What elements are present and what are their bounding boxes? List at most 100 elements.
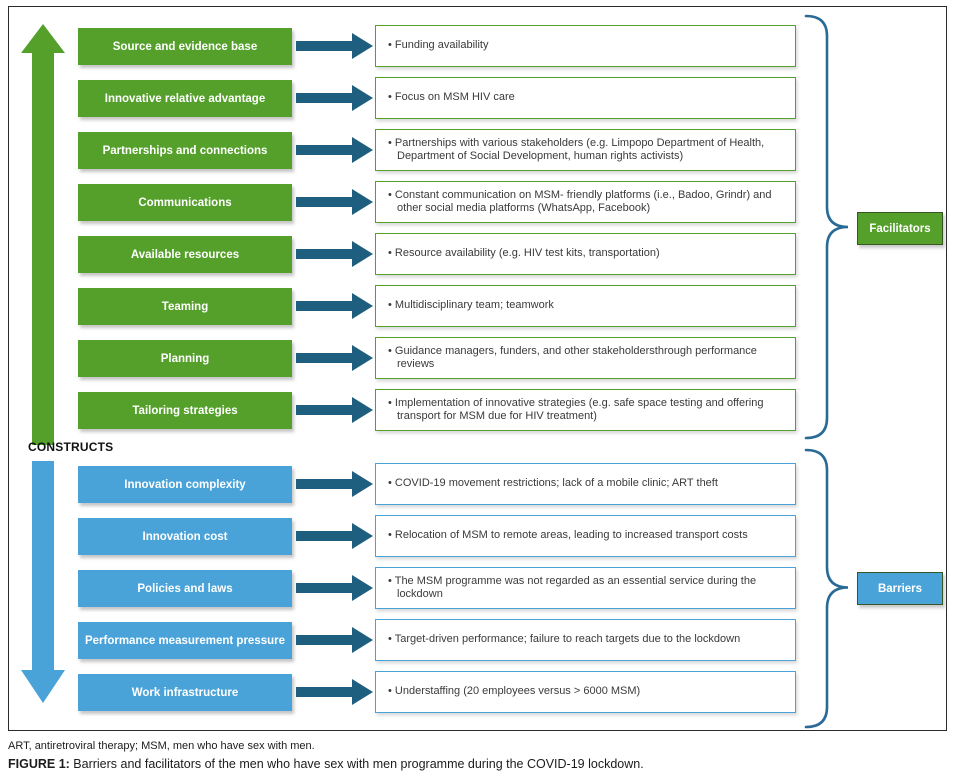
right-arrow-icon <box>296 627 373 653</box>
construct-label: Innovation cost <box>142 530 228 543</box>
description: • Resource availability (e.g. HIV test k… <box>376 245 668 263</box>
bullet-icon: • <box>388 633 392 646</box>
description-box: • Target-driven performance; failure to … <box>375 619 796 661</box>
description-text: Constant communication on MSM- friendly … <box>394 188 772 215</box>
description: • Constant communication on MSM- friendl… <box>376 187 795 218</box>
construct-label: Available resources <box>130 248 240 261</box>
description-text: Focus on MSM HIV care <box>394 91 515 104</box>
description: • Focus on MSM HIV care <box>376 89 523 107</box>
construct-label: Performance measurement pressure <box>84 634 286 647</box>
right-arrow-icon <box>296 345 373 371</box>
bullet-icon: • <box>388 344 392 357</box>
description-box: • Relocation of MSM to remote areas, lea… <box>375 515 796 557</box>
description-box: • Multidisciplinary team; teamwork <box>375 285 796 327</box>
figure-caption-text: Barriers and facilitators of the men who… <box>69 757 644 771</box>
description: • COVID-19 movement restrictions; lack o… <box>376 475 726 493</box>
construct-label: Partnerships and connections <box>102 144 268 157</box>
construct-label: Source and evidence base <box>112 40 258 53</box>
description: • Partnerships with various stakeholders… <box>376 135 795 166</box>
bullet-icon: • <box>388 574 392 587</box>
construct-box: Policies and laws <box>78 570 292 607</box>
right-arrow-icon <box>296 523 373 549</box>
bullet-icon: • <box>388 247 392 260</box>
construct-box: Communications <box>78 184 292 221</box>
bullet-icon: • <box>388 529 392 542</box>
description-text: Multidisciplinary team; teamwork <box>394 299 554 312</box>
bullet-icon: • <box>388 299 392 312</box>
description-box: • Implementation of innovative strategie… <box>375 389 796 431</box>
right-arrow-icon <box>296 85 373 111</box>
right-arrow-icon <box>296 575 373 601</box>
description-text: Target-driven performance; failure to re… <box>394 633 741 646</box>
construct-label: Innovation complexity <box>124 478 246 491</box>
right-arrow-icon <box>296 679 373 705</box>
bullet-icon: • <box>388 396 392 409</box>
construct-box: Partnerships and connections <box>78 132 292 169</box>
construct-box: Performance measurement pressure <box>78 622 292 659</box>
bullet-icon: • <box>388 136 392 149</box>
up-arrow-icon <box>21 24 65 445</box>
construct-label: Planning <box>160 352 210 365</box>
construct-box: Tailoring strategies <box>78 392 292 429</box>
description: • Target-driven performance; failure to … <box>376 631 748 649</box>
construct-box: Available resources <box>78 236 292 273</box>
down-arrow-icon <box>21 461 65 703</box>
description: • Relocation of MSM to remote areas, lea… <box>376 527 756 545</box>
bullet-icon: • <box>388 188 392 201</box>
facilitators-group-label: Facilitators <box>869 222 931 235</box>
construct-label: Teaming <box>161 300 209 313</box>
construct-label: Communications <box>138 196 232 209</box>
description-box: • COVID-19 movement restrictions; lack o… <box>375 463 796 505</box>
right-arrow-icon <box>296 33 373 59</box>
barriers-group-box: Barriers <box>857 572 943 605</box>
right-arrow-icon <box>296 241 373 267</box>
description-box: • Guidance managers, funders, and other … <box>375 337 796 379</box>
construct-box: Innovative relative advantage <box>78 80 292 117</box>
description: • Understaffing (20 employees versus > 6… <box>376 683 648 701</box>
right-arrow-icon <box>296 137 373 163</box>
construct-box: Source and evidence base <box>78 28 292 65</box>
description-text: Guidance managers, funders, and other st… <box>394 344 757 371</box>
right-arrow-icon <box>296 471 373 497</box>
description-text: Partnerships with various stakeholders (… <box>394 136 765 163</box>
description-box: • The MSM programme was not regarded as … <box>375 567 796 609</box>
construct-box: Work infrastructure <box>78 674 292 711</box>
description-box: • Focus on MSM HIV care <box>375 77 796 119</box>
description-box: • Funding availability <box>375 25 796 67</box>
bullet-icon: • <box>388 685 392 698</box>
right-arrow-icon <box>296 189 373 215</box>
construct-box: Innovation cost <box>78 518 292 555</box>
barriers-group-label: Barriers <box>877 582 923 595</box>
bullet-icon: • <box>388 477 392 490</box>
construct-box: Teaming <box>78 288 292 325</box>
description-text: Funding availability <box>394 39 489 52</box>
construct-label: Innovative relative advantage <box>104 92 266 105</box>
description-box: • Partnerships with various stakeholders… <box>375 129 796 171</box>
barriers-brace <box>804 448 849 729</box>
description: • Multidisciplinary team; teamwork <box>376 297 562 315</box>
description: • The MSM programme was not regarded as … <box>376 573 795 604</box>
abbreviation-note: ART, antiretroviral therapy; MSM, men wh… <box>8 740 315 752</box>
description: • Implementation of innovative strategie… <box>376 395 795 426</box>
right-arrow-icon <box>296 293 373 319</box>
description-text: COVID-19 movement restrictions; lack of … <box>394 477 718 490</box>
construct-label: Work infrastructure <box>131 686 239 699</box>
right-arrow-icon <box>296 397 373 423</box>
description: • Funding availability <box>376 37 496 55</box>
construct-label: Tailoring strategies <box>132 404 238 417</box>
construct-box: Planning <box>78 340 292 377</box>
facilitators-brace <box>804 14 849 729</box>
description-text: Implementation of innovative strategies … <box>394 396 764 423</box>
construct-label: Policies and laws <box>137 582 233 595</box>
description-text: Resource availability (e.g. HIV test kit… <box>394 247 660 260</box>
description-text: Understaffing (20 employees versus > 600… <box>394 685 641 698</box>
construct-box: Innovation complexity <box>78 466 292 503</box>
description-box: • Resource availability (e.g. HIV test k… <box>375 233 796 275</box>
description-box: • Constant communication on MSM- friendl… <box>375 181 796 223</box>
figure-caption-label: FIGURE 1: <box>8 757 70 771</box>
constructs-axis-label: CONSTRUCTS <box>28 440 114 454</box>
description: • Guidance managers, funders, and other … <box>376 343 795 374</box>
description-text: The MSM programme was not regarded as an… <box>394 574 757 601</box>
figure-caption: FIGURE 1: Barriers and facilitators of t… <box>8 757 644 771</box>
